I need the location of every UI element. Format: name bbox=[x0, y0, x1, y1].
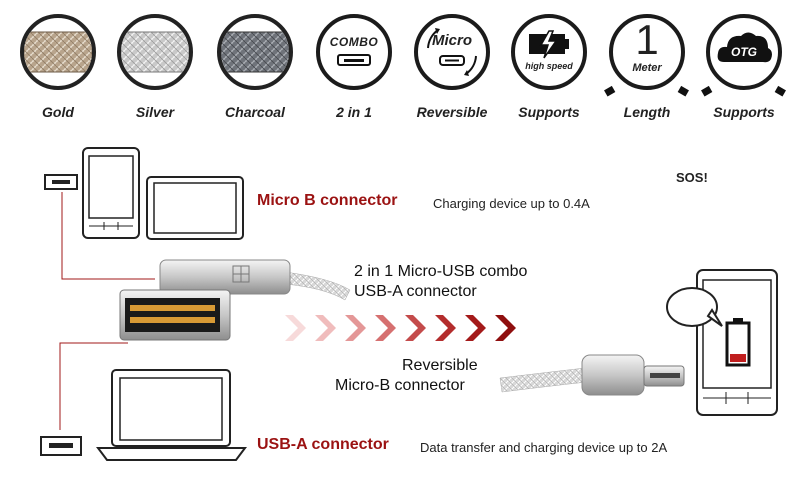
feature-combo: COMBO 2 in 1 bbox=[310, 14, 398, 124]
combo-label-line2: USB-A connector bbox=[354, 283, 477, 300]
feature-row: Gold Silver bbox=[0, 0, 800, 130]
micro-badge-text: Micro bbox=[431, 32, 472, 49]
high-speed-battery-icon: high speed bbox=[511, 14, 587, 90]
tablet-icon bbox=[146, 176, 244, 240]
gold-swatch-icon bbox=[20, 14, 96, 90]
diagram-graphics bbox=[40, 147, 778, 461]
feature-length: 1 Meter Length bbox=[603, 14, 691, 124]
laptop-icon bbox=[96, 369, 247, 461]
feature-label: Gold bbox=[42, 104, 74, 120]
high-speed-badge-text: high speed bbox=[525, 61, 573, 71]
otg-cloud-icon: OTG bbox=[706, 14, 782, 90]
feature-reversible: Micro Reversible bbox=[408, 14, 496, 124]
reversible-label-line1: Reversible bbox=[402, 357, 478, 374]
feature-otg: OTG Supports bbox=[700, 14, 788, 124]
phone-icon bbox=[82, 147, 140, 239]
feature-gold: Gold bbox=[14, 14, 102, 124]
feature-label: Length bbox=[623, 104, 671, 120]
feature-label: 2 in 1 bbox=[336, 104, 372, 120]
cable-plugs-icon bbox=[604, 85, 689, 97]
micro-b-desc: Charging device up to 0.4A bbox=[433, 196, 590, 211]
micro-b-title: Micro B connector bbox=[257, 192, 398, 209]
otg-badge-text: OTG bbox=[731, 45, 757, 59]
usb-a-port-icon bbox=[40, 436, 82, 456]
silver-swatch-icon bbox=[117, 14, 193, 90]
micro-b-port-icon bbox=[44, 174, 78, 190]
connector-diagram: Micro B connector Charging device up to … bbox=[0, 130, 800, 489]
meter-number: 1 bbox=[635, 16, 659, 63]
feature-charcoal: Charcoal bbox=[211, 14, 299, 124]
feature-label: Charcoal bbox=[225, 104, 285, 120]
feature-silver: Silver bbox=[111, 14, 199, 124]
micro-b-connector-image bbox=[581, 354, 685, 396]
feature-label: Reversible bbox=[416, 104, 488, 120]
usb-a-title: USB-A connector bbox=[257, 436, 389, 453]
meter-badge-text: Meter bbox=[632, 62, 662, 74]
charcoal-swatch-icon bbox=[217, 14, 293, 90]
reversible-label-line2: Micro-B connector bbox=[335, 377, 465, 394]
otg-cable-plugs-icon bbox=[701, 85, 786, 97]
usb-a-desc: Data transfer and charging device up to … bbox=[420, 440, 668, 455]
combo-badge-text: COMBO bbox=[329, 35, 379, 49]
feature-label: Silver bbox=[135, 104, 175, 120]
feature-high-speed: high speed Supports bbox=[505, 14, 593, 124]
meter-cable-icon: 1 Meter bbox=[609, 14, 685, 90]
combo-port-icon: COMBO bbox=[316, 14, 392, 90]
feature-label: Supports bbox=[713, 104, 775, 120]
combo-connector-image bbox=[119, 259, 291, 341]
low-battery-phone-icon bbox=[696, 269, 778, 416]
sos-text: SOS! bbox=[676, 170, 708, 185]
usb-port-glyph-icon bbox=[337, 54, 371, 66]
feature-label: Supports bbox=[518, 104, 580, 120]
micro-reversible-icon: Micro bbox=[414, 14, 490, 90]
sos-bubble bbox=[666, 287, 723, 327]
combo-label-line1: 2 in 1 Micro-USB combo bbox=[354, 263, 528, 280]
chevron-arrows bbox=[285, 315, 516, 341]
